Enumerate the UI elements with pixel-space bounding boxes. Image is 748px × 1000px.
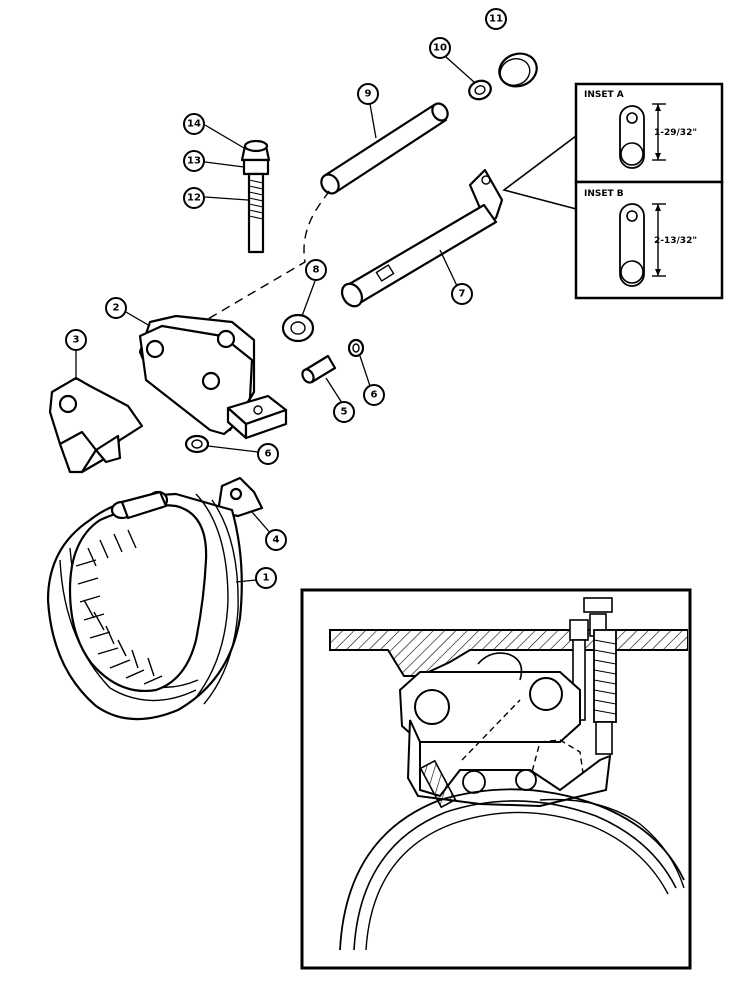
- callout-7: 7: [451, 283, 473, 305]
- callout-4: 4: [265, 529, 287, 551]
- callout-label: 14: [187, 119, 201, 130]
- inset-a-panel: INSET A 1-29/32": [574, 82, 724, 184]
- inset-b-dimension: 2-13/32": [654, 236, 697, 246]
- part-3-anchor: [48, 376, 144, 474]
- part-9-pin: [320, 102, 449, 195]
- part-6-washer-lower: [184, 434, 210, 454]
- part-1-brake-band: [46, 490, 243, 721]
- callout-9: 9: [357, 83, 379, 105]
- part-11-cap: [498, 52, 538, 88]
- callout-label: 13: [187, 156, 201, 167]
- alignment-dashed-line: [195, 189, 331, 327]
- callout-11: 11: [485, 8, 507, 30]
- callout-label: 5: [341, 407, 348, 418]
- inset-a-title: INSET A: [584, 90, 624, 100]
- callout-label: 11: [489, 14, 503, 25]
- callout-label: 3: [73, 335, 80, 346]
- callout-3: 3: [65, 329, 87, 351]
- part-10-washer: [468, 79, 492, 101]
- callout-label: 2: [113, 303, 120, 314]
- inset-a-dimension: 1-29/32": [654, 128, 697, 138]
- callout-label: 7: [459, 289, 466, 300]
- inset-pointer: [502, 131, 581, 212]
- inset-b-panel: INSET B 2-13/32": [574, 180, 724, 300]
- part-6-washer-upper: [347, 338, 365, 358]
- callout-label: 8: [313, 265, 320, 276]
- band-end-rollers: [110, 490, 169, 520]
- callout-12: 12: [183, 187, 205, 209]
- callout-13: 13: [183, 150, 205, 172]
- part-8-bushing: [281, 313, 315, 343]
- callout-1: 1: [255, 567, 277, 589]
- callout-label: 10: [433, 43, 447, 54]
- callout-label: 6: [265, 449, 272, 460]
- callout-6-upper: 6: [363, 384, 385, 406]
- callout-label: 9: [365, 89, 372, 100]
- callout-5: 5: [333, 401, 355, 423]
- part-5-small-pin: [301, 354, 337, 384]
- part-7-lever-shaft: [340, 168, 504, 308]
- callout-leaders: [75, 56, 475, 583]
- callout-2: 2: [105, 297, 127, 319]
- callout-label: 6: [371, 390, 378, 401]
- callout-8: 8: [305, 259, 327, 281]
- callout-label: 4: [273, 535, 280, 546]
- callout-6-lower: 6: [257, 443, 279, 465]
- callout-14: 14: [183, 113, 205, 135]
- inset-b-title: INSET B: [584, 189, 624, 199]
- callout-10: 10: [429, 37, 451, 59]
- callout-label: 1: [263, 573, 270, 584]
- part-2-bracket: [138, 314, 288, 440]
- part-12-13-14-adjuster-bolt: [240, 139, 271, 254]
- assembly-view-panel: [300, 588, 692, 970]
- callout-label: 12: [187, 193, 201, 204]
